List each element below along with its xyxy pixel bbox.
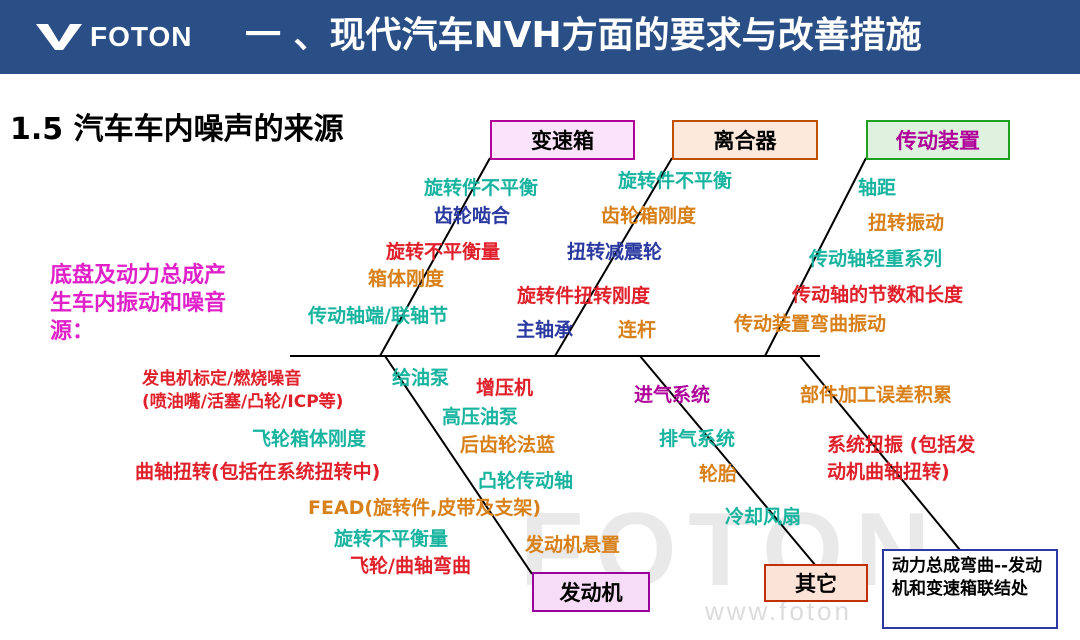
cause-label: FEAD(旋转件,皮带及支架)	[308, 497, 542, 519]
cause-label: 旋转不平衡量	[386, 241, 501, 263]
branch-line-other	[639, 355, 817, 567]
cause-label: 旋转件不平衡	[424, 177, 539, 199]
intro-text: 底盘及动力总成产生车内振动和噪音源：	[50, 263, 227, 344]
cause-label: 凸轮传动轴	[478, 470, 574, 492]
cause-label: 增压机	[476, 377, 534, 399]
branch-line-engine	[384, 355, 533, 575]
cause-label: 连杆	[618, 319, 657, 341]
branch-line-drivetrain	[764, 157, 867, 357]
cause-label: 飞轮箱体刚度	[252, 428, 367, 450]
cause-label: 发动机悬置	[525, 534, 621, 556]
branch-line-note	[799, 355, 961, 551]
branch-line-clutch	[554, 157, 673, 357]
category-gearbox: 变速箱	[490, 120, 635, 160]
cause-label: 齿轮啮合	[434, 205, 511, 227]
category-drivetrain: 传动装置	[866, 120, 1010, 160]
cause-label: 系统扭振 (包括发	[827, 434, 976, 456]
cause-label: 旋转件扭转刚度	[517, 285, 651, 307]
cause-label: 齿轮箱刚度	[601, 205, 697, 227]
category-other: 其它	[764, 564, 868, 602]
cause-label: (喷油嘴/活塞/凸轮/ICP等)	[142, 392, 344, 412]
cause-label: 高压油泵	[442, 406, 519, 428]
cause-label: 进气系统	[634, 384, 711, 406]
cause-label: 轮胎	[699, 463, 738, 485]
cause-label: 排气系统	[659, 428, 736, 450]
cause-label: 旋转不平衡量	[334, 528, 449, 550]
cause-label: 传动轴的节数和长度	[792, 284, 964, 306]
cause-label: 后齿轮法蓝	[460, 434, 556, 456]
category-clutch: 离合器	[672, 120, 818, 160]
cause-label: 扭转振动	[868, 212, 945, 234]
header-bar: FOTON 一 、现代汽车NVH方面的要求与改善措施	[0, 0, 1080, 74]
cause-label: 冷却风扇	[725, 506, 802, 528]
page-title: 一 、现代汽车NVH方面的要求与改善措施	[245, 15, 922, 56]
foton-logo-icon	[36, 24, 82, 50]
cause-label: 部件加工误差积累	[800, 384, 953, 406]
cause-label: 主轴承	[516, 319, 574, 341]
branch-line-gearbox	[379, 157, 491, 357]
cause-label: 传动轴轻重系列	[809, 248, 943, 270]
cause-label: 飞轮/曲轴弯曲	[350, 555, 471, 577]
section-title: 1.5 汽车车内噪声的来源	[10, 112, 344, 147]
cause-label: 传动轴端/联轴节	[308, 305, 448, 327]
category-engine: 发动机	[532, 572, 650, 612]
cause-label: 传动装置弯曲振动	[734, 313, 887, 335]
cause-label: 曲轴扭转(包括在系统扭转中)	[135, 461, 381, 483]
cause-label: 给油泵	[392, 367, 450, 389]
note-box: 动力总成弯曲--发动机和变速箱联结处	[882, 549, 1058, 629]
cause-label: 动机曲轴扭转)	[827, 461, 950, 483]
cause-label: 发电机标定/燃烧噪音	[142, 369, 302, 389]
brand-name: FOTON	[90, 21, 193, 52]
cause-label: 旋转件不平衡	[618, 170, 733, 192]
cause-label: 轴距	[858, 177, 897, 199]
cause-label: 扭转减震轮	[567, 241, 663, 263]
cause-label: 箱体刚度	[368, 268, 445, 290]
